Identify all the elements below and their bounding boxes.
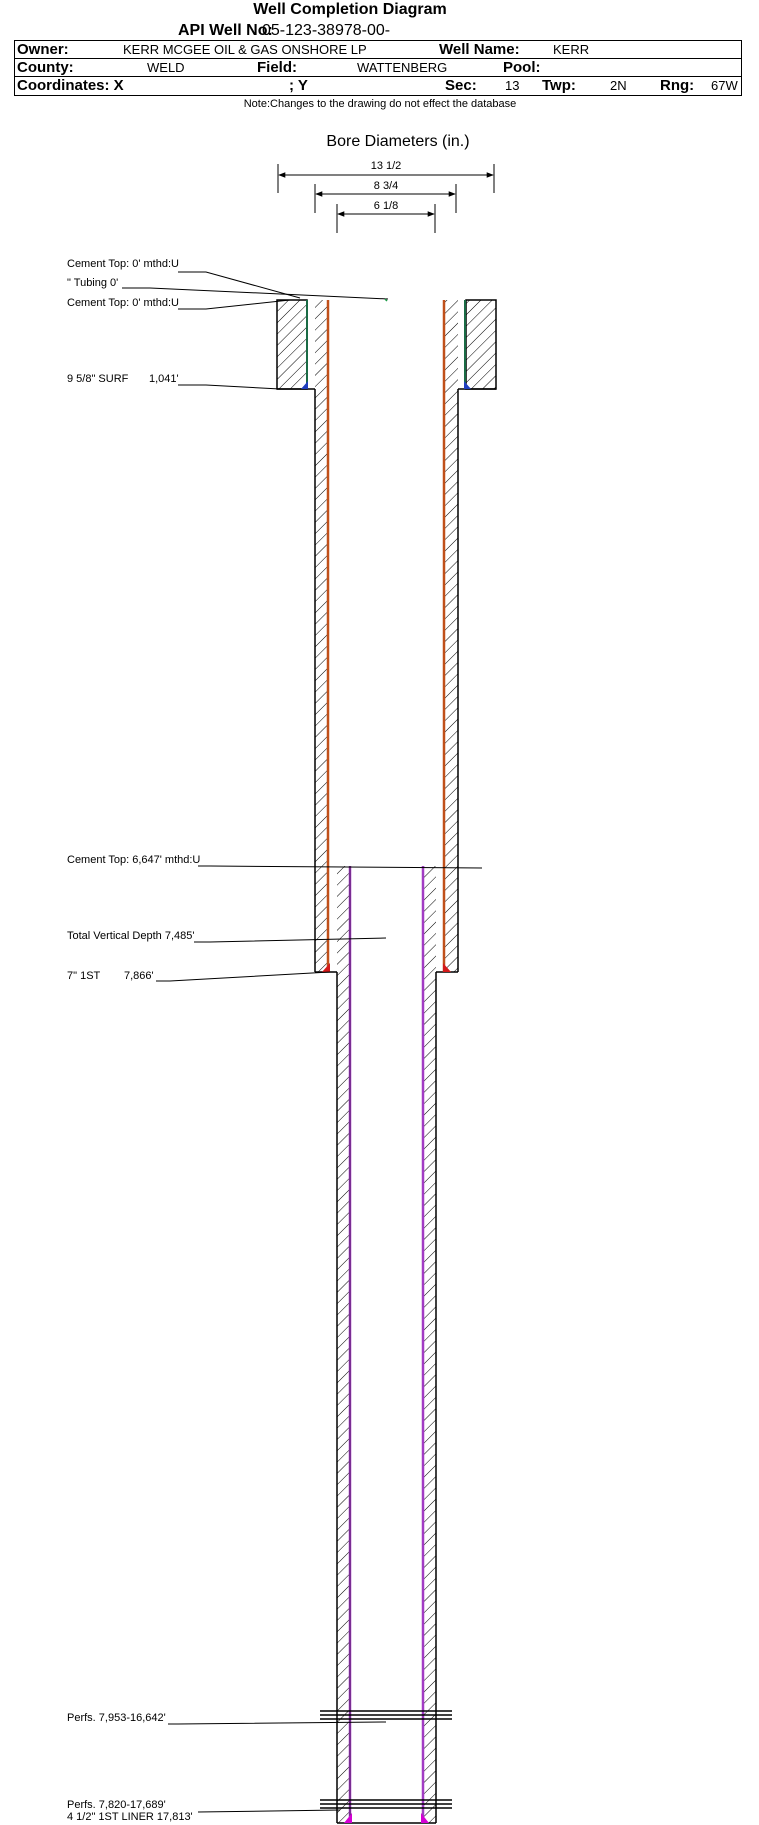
field-label: Field: xyxy=(257,59,297,76)
perfs-1-label: Perfs. 7,953-16,642' xyxy=(67,1712,166,1724)
coord-y-label: ; Y xyxy=(289,77,308,94)
field-value: WATTENBERG xyxy=(357,60,448,75)
surface-casing-label: 9 5/8" SURF xyxy=(67,373,129,385)
surface-casing xyxy=(306,300,466,389)
bore-diameter-3: 6 1/8 xyxy=(374,200,398,212)
surface-cement xyxy=(276,299,497,390)
database-note: Note:Changes to the drawing do not effec… xyxy=(243,98,517,110)
perfs-2-label: Perfs. 7,820-17,689' xyxy=(67,1799,166,1811)
sec-label: Sec: xyxy=(445,77,477,94)
bore-diameter-2: 8 3/4 xyxy=(374,180,398,192)
sec-value: 13 xyxy=(505,78,520,93)
owner-value: KERR MCGEE OIL & GAS ONSHORE LP xyxy=(123,42,367,57)
rng-label: Rng: xyxy=(660,77,695,94)
production-liner xyxy=(348,866,425,1823)
surface-casing-depth: 1,041' xyxy=(149,373,179,385)
bore-dimension-lines xyxy=(277,164,495,233)
coord-x-label: Coordinates: X xyxy=(17,77,124,94)
owner-label: Owner: xyxy=(17,41,69,58)
row-coordinates: Coordinates: X ; Y Sec: 13 Twp: 2N Rng: … xyxy=(15,76,741,95)
diagram-title: Well Completion Diagram xyxy=(253,1,447,18)
intermediate-cement xyxy=(277,300,496,972)
api-well-value: 05-123-38978-00- xyxy=(262,22,391,39)
tvd-label: Total Vertical Depth 7,485' xyxy=(67,930,194,942)
api-well-label: API Well No: xyxy=(178,22,273,39)
intermediate-casing-shoe xyxy=(322,963,451,972)
rng-value: 67W xyxy=(711,78,738,93)
bore-diameters-title: Bore Diameters (in.) xyxy=(326,133,470,150)
cement-top-2-label: Cement Top: 0' mthd:U xyxy=(67,297,179,309)
row-owner: Owner: KERR MCGEE OIL & GAS ONSHORE LP W… xyxy=(15,40,741,59)
liner-label: 4 1/2" 1ST LINER 17,813' xyxy=(67,1811,193,1823)
leader-lines xyxy=(122,271,483,1813)
row-county: County: WELD Field: WATTENBERG Pool: xyxy=(15,58,741,77)
tubing-label: " Tubing 0' xyxy=(67,277,118,289)
liner-shoe xyxy=(344,1813,429,1823)
well-info-table: Owner: KERR MCGEE OIL & GAS ONSHORE LP W… xyxy=(14,40,742,96)
cement-top-3-label: Cement Top: 6,647' mthd:U xyxy=(67,854,200,866)
production-cement xyxy=(315,866,458,1824)
county-label: County: xyxy=(17,59,74,76)
first-casing-label: 7" 1ST xyxy=(67,970,101,982)
well-name-value: KERR xyxy=(553,42,590,57)
twp-value: 2N xyxy=(610,78,627,93)
first-casing-depth: 7,866' xyxy=(124,970,154,982)
well-name-label: Well Name: xyxy=(439,41,520,58)
intermediate-casing xyxy=(326,300,446,972)
pool-label: Pool: xyxy=(503,59,541,76)
surface-casing-shoe xyxy=(301,381,471,389)
twp-label: Twp: xyxy=(542,77,576,94)
perforation-marks xyxy=(320,1710,452,1809)
tubing-marker xyxy=(384,298,388,302)
county-value: WELD xyxy=(147,60,185,75)
cement-top-1-label: Cement Top: 0' mthd:U xyxy=(67,258,179,270)
bore-diameter-1: 13 1/2 xyxy=(371,160,402,172)
